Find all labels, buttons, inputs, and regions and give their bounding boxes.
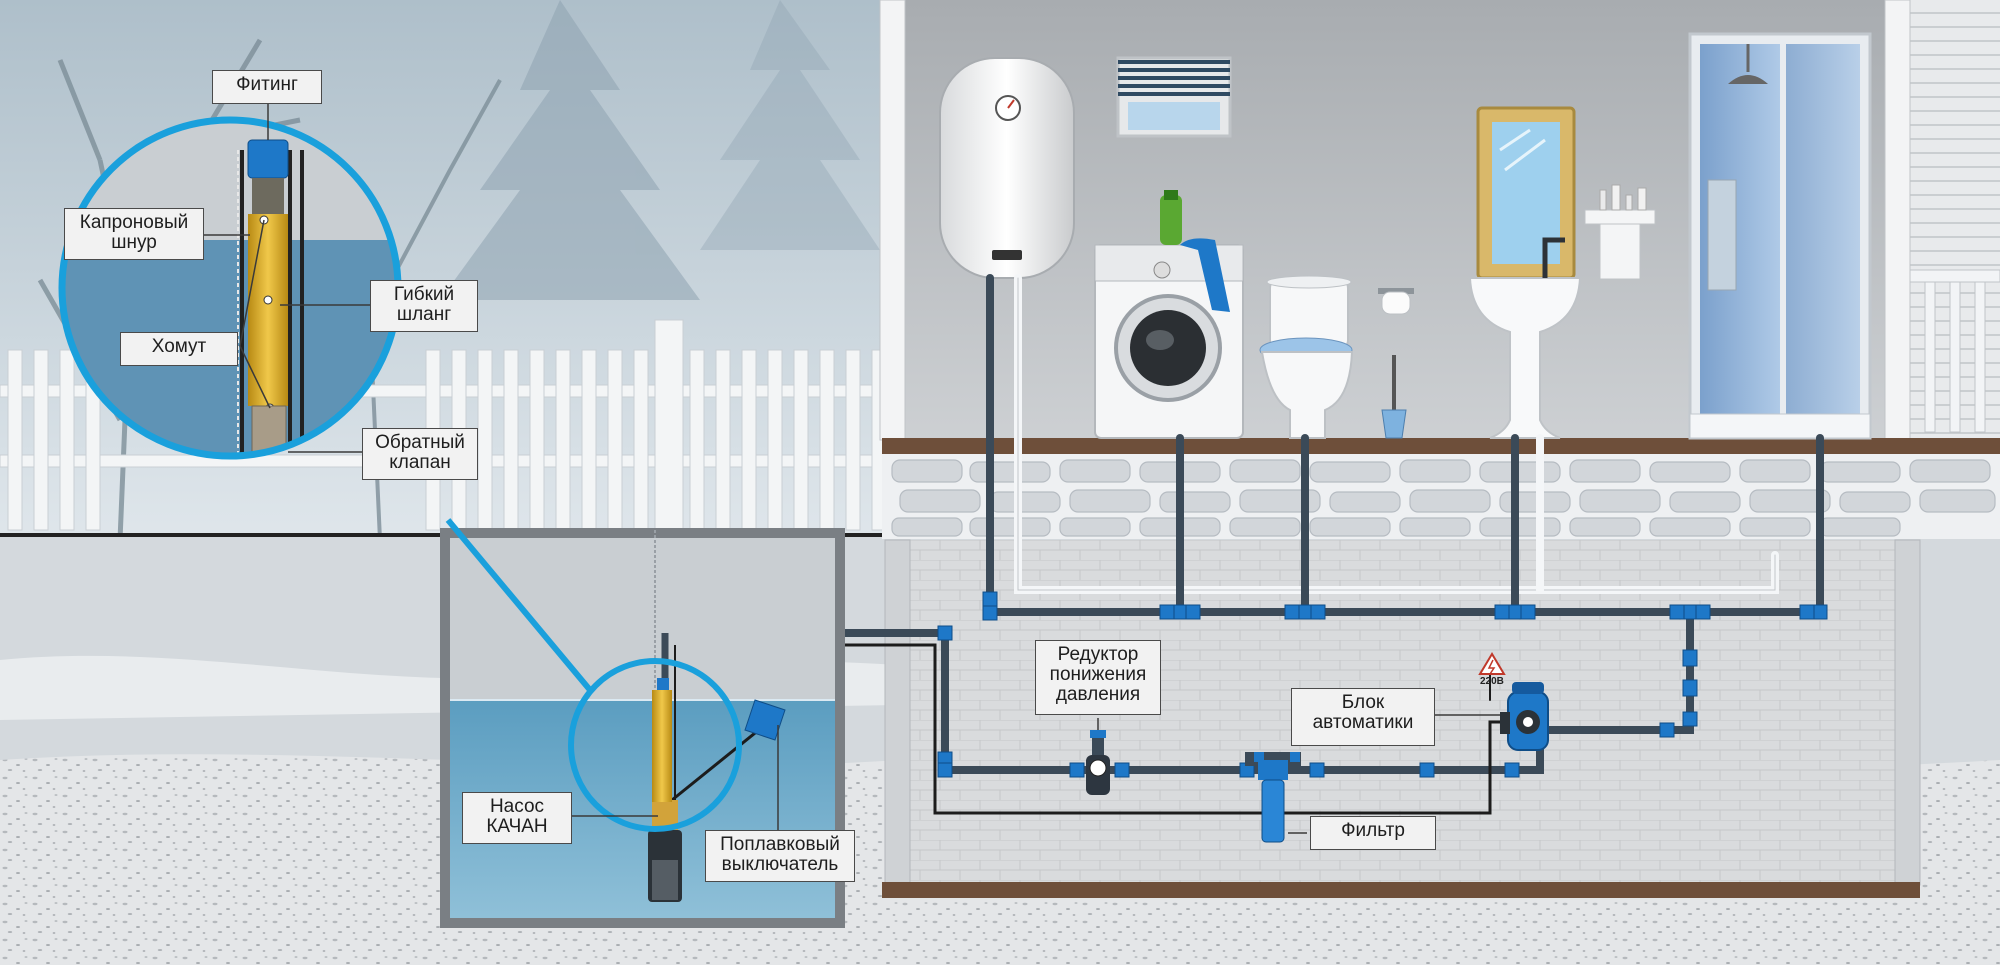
- tree-silhouettes: [440, 0, 880, 300]
- label-float-switch: Поплавковый выключатель: [705, 830, 855, 882]
- label-pump: Насос КАЧАН: [462, 792, 572, 844]
- toilet-brush-icon: [1381, 355, 1407, 439]
- flex-hose-part: [248, 214, 288, 406]
- toilet-icon: [1259, 275, 1354, 439]
- label-check-valve: Обратный клапан: [362, 428, 478, 480]
- voltage-label: 220В: [1480, 676, 1504, 687]
- label-clamp: Хомут: [120, 332, 238, 366]
- label-pressure-reducer: Редуктор понижения давления: [1035, 640, 1161, 715]
- bath-shelf-icon: [1584, 184, 1656, 280]
- shower-cabin-icon: [1688, 32, 1872, 440]
- toilet-paper-icon: [1378, 288, 1414, 315]
- washing-machine-icon: [1094, 190, 1244, 439]
- label-nylon-cord: Капроновый шнур: [64, 208, 204, 260]
- float-switch-icon: [744, 699, 786, 741]
- label-automation-unit: Блок автоматики: [1291, 688, 1435, 746]
- zoom-source-ring: [568, 658, 742, 832]
- basement-floor: [882, 882, 1920, 898]
- sink-icon: [1468, 237, 1582, 439]
- filter-icon: [1245, 752, 1301, 843]
- fitting-part: [247, 139, 289, 179]
- fence-post: [654, 319, 684, 536]
- zoom-connector: [445, 518, 593, 692]
- label-flex-hose: Гибкий шланг: [370, 280, 478, 332]
- automation-unit-icon: [1500, 682, 1549, 751]
- mirror-icon: [1476, 106, 1576, 280]
- label-filter: Фильтр: [1310, 816, 1436, 850]
- leader-lines: [200, 100, 1500, 845]
- pressure-reducer-icon: [1086, 730, 1110, 795]
- zoom-detail: [62, 120, 398, 456]
- window-icon: [1116, 56, 1232, 138]
- boiler-icon: [939, 57, 1075, 279]
- house-pipes: [661, 274, 1824, 815]
- label-fitting: Фитинг: [212, 70, 322, 104]
- warning-icon: [1478, 652, 1506, 675]
- floor-slab: [882, 438, 2000, 454]
